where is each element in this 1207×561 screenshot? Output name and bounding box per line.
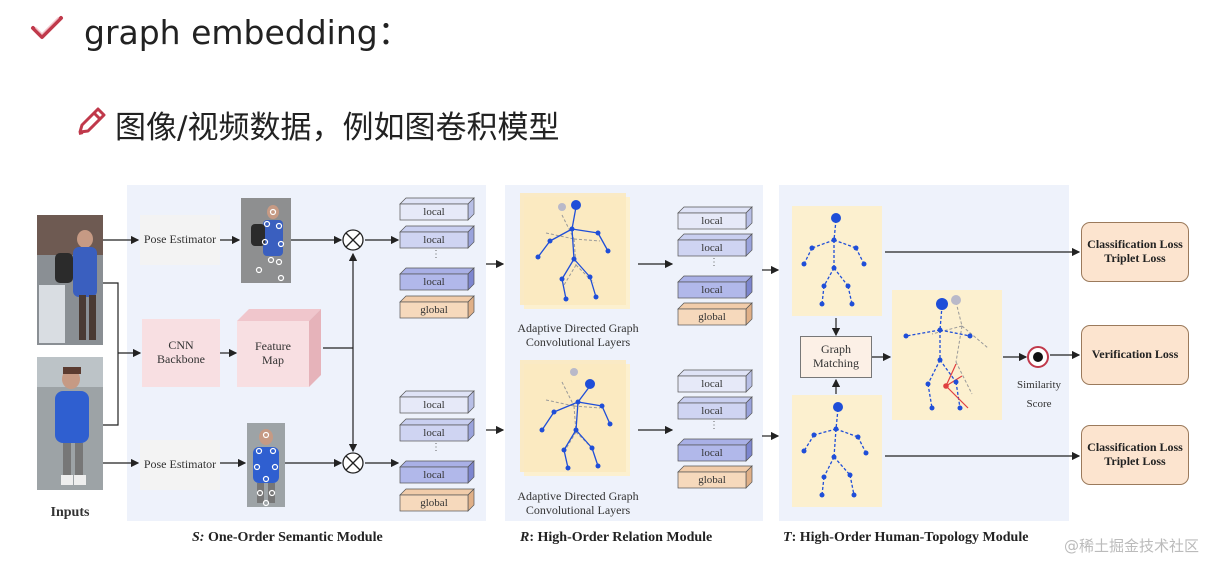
- graph-matching-box: Graph Matching: [800, 336, 872, 378]
- ellipsis: ⋮: [709, 257, 719, 268]
- pose-estimator-top: Pose Estimator: [140, 215, 220, 265]
- ellipsis: ⋮: [431, 442, 441, 453]
- local-label: local: [701, 446, 723, 459]
- module-letter: T: [783, 530, 792, 545]
- module-name: : High-Order Relation Module: [529, 530, 713, 545]
- adgcl-caption-bottom: Adaptive Directed Graph Convolutional La…: [517, 489, 639, 518]
- module-name: One-Order Semantic Module: [204, 530, 383, 545]
- pose-estimator-bottom: Pose Estimator: [140, 440, 220, 490]
- local-label: local: [423, 233, 445, 246]
- verification-loss: Verification Loss: [1081, 325, 1189, 385]
- global-label: global: [420, 496, 448, 509]
- global-label: global: [698, 473, 726, 486]
- topology-skeleton-top: [792, 206, 882, 316]
- inputs-label: Inputs: [50, 505, 90, 520]
- relation-graph-top: [520, 193, 630, 309]
- module-letter: S:: [192, 530, 205, 545]
- topology-module-caption: T: High-Order Human-Topology Module: [783, 530, 1028, 546]
- pose-crop-top: [241, 198, 291, 283]
- local-label: local: [423, 205, 445, 218]
- local-label: local: [423, 275, 445, 288]
- local-label: local: [701, 283, 723, 296]
- local-label: local: [423, 468, 445, 481]
- page-title: graph embedding：: [84, 13, 411, 52]
- module-name: : High-Order Human-Topology Module: [791, 530, 1029, 545]
- local-label: local: [701, 214, 723, 227]
- global-label: global: [698, 310, 726, 323]
- feature-map-cube: [237, 309, 321, 387]
- watermark: @稀土掘金技术社区: [1063, 537, 1199, 555]
- pose-crop-bottom: [247, 423, 285, 507]
- topology-skeleton-bottom: [792, 395, 882, 507]
- module-letter: R: [520, 530, 530, 545]
- local-label: local: [701, 241, 723, 254]
- global-label: global: [420, 303, 448, 316]
- local-label: local: [423, 426, 445, 439]
- checkmark-icon: [31, 16, 63, 39]
- classification-triplet-loss-bottom: Classification Loss Triplet Loss: [1081, 425, 1189, 485]
- cnn-backbone: CNN Backbone: [142, 319, 220, 387]
- page-subtitle: 图像/视频数据，例如图卷积模型: [115, 110, 560, 146]
- ellipsis: ⋮: [431, 249, 441, 260]
- input-image-top: [37, 215, 103, 345]
- matched-skeleton: [892, 290, 1002, 420]
- local-label: local: [423, 398, 445, 411]
- local-label: local: [701, 377, 723, 390]
- relation-module-caption: R: High-Order Relation Module: [520, 530, 712, 546]
- local-label: local: [701, 404, 723, 417]
- adgcl-caption-top: Adaptive Directed Graph Convolutional La…: [517, 321, 639, 350]
- pencil-icon: [78, 107, 106, 135]
- relation-graph-bottom: [520, 360, 630, 476]
- ellipsis: ⋮: [709, 420, 719, 431]
- feature-map-label: Feature Map: [255, 339, 291, 367]
- input-image-bottom: [37, 357, 103, 490]
- classification-triplet-loss-top: Classification Loss Triplet Loss: [1081, 222, 1189, 282]
- semantic-module-caption: S: One-Order Semantic Module: [192, 530, 383, 546]
- similarity-score-label: Similarity Score: [1017, 379, 1061, 410]
